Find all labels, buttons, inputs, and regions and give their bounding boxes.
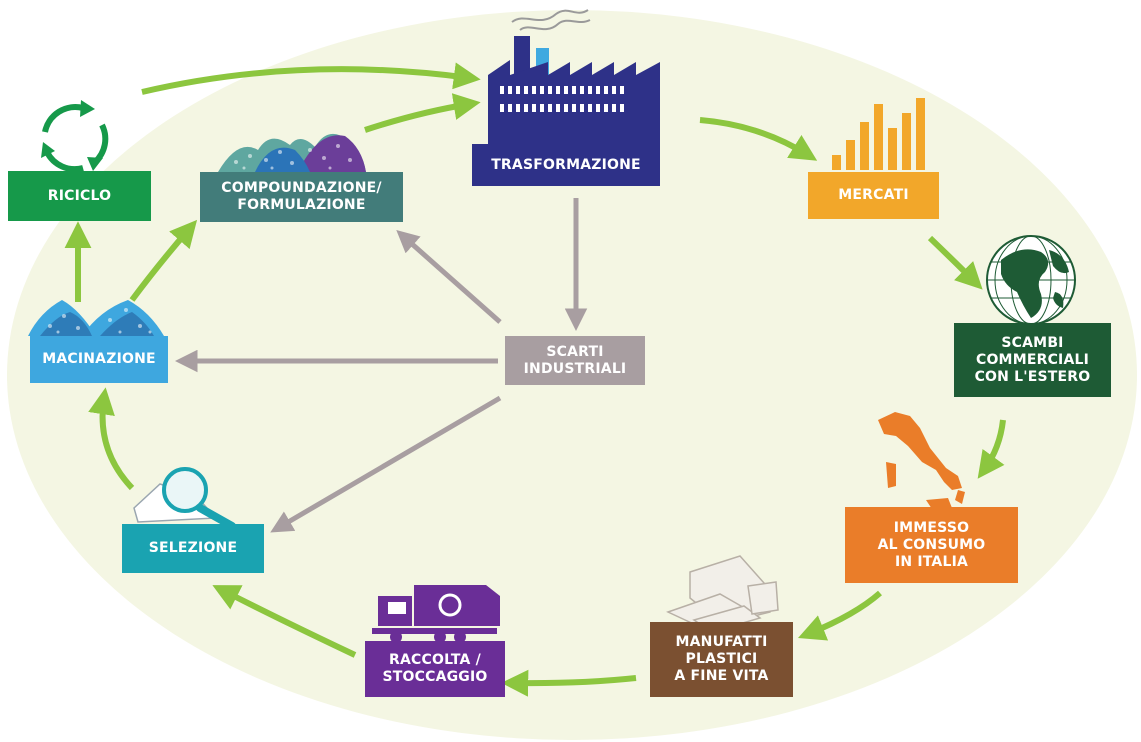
- arrow-mercati-to-scambi: [927, 235, 983, 290]
- node-macinazione-line-1: MACINAZIONE: [42, 351, 156, 367]
- node-macinazione: MACINAZIONE: [30, 336, 168, 383]
- node-immesso-line-2: AL CONSUMO: [877, 536, 986, 553]
- node-immesso-line-1: IMMESSO: [893, 519, 970, 536]
- node-riciclo-line-1: RICICLO: [47, 187, 112, 204]
- node-trasformazione: TRASFORMAZIONE: [472, 144, 660, 186]
- node-manufatti-line-3: A FINE VITA: [674, 668, 769, 684]
- node-trasformazione-line-1: TRASFORMAZIONE: [491, 156, 641, 173]
- plastic-containers-icon: [666, 555, 779, 633]
- arrow-scambi-to-immesso: [977, 419, 1006, 479]
- node-raccolta-line-2: STOCCAGGIO: [382, 669, 488, 685]
- arrow-selezione-to-macinazione: [88, 387, 135, 491]
- node-mercati: MERCATI: [808, 172, 939, 219]
- node-manufatti-line-1: MANUFATTI: [675, 634, 768, 650]
- arrow-macinazione-to-compoundazione: [129, 219, 198, 302]
- node-manufatti-line-2: PLASTICI: [685, 651, 758, 667]
- node-immesso-line-3: IN ITALIA: [894, 553, 969, 570]
- node-selezione: SELEZIONE: [122, 524, 264, 573]
- node-scambi-line-1: SCAMBI: [1001, 334, 1064, 351]
- node-compoundazione: COMPOUNDAZIONE/ FORMULAZIONE: [200, 172, 403, 222]
- arrow-compoundazione-to-trasformazione: [364, 93, 481, 133]
- node-immesso: IMMESSO AL CONSUMO IN ITALIA: [845, 507, 1018, 583]
- node-scambi: SCAMBI COMMERCIALI CON L'ESTERO: [954, 323, 1111, 397]
- node-scarti: SCARTI INDUSTRIALI: [505, 336, 645, 385]
- arrow-scarti-to-compoundazione: [396, 230, 502, 324]
- node-manufatti: MANUFATTI PLASTICI A FINE VITA: [650, 622, 793, 697]
- node-mercati-line-1: MERCATI: [838, 187, 909, 203]
- garbage-truck-icon: [372, 585, 500, 643]
- node-scarti-line-1: SCARTI: [546, 343, 604, 360]
- recycle-arrows-icon: [41, 100, 109, 173]
- node-scambi-line-3: CON L'ESTERO: [974, 368, 1091, 385]
- bar-chart-icon: [832, 98, 925, 170]
- node-compoundazione-line-1: COMPOUNDAZIONE/: [221, 180, 382, 196]
- plastic-granules-icon: [218, 133, 366, 172]
- arrow-scarti-to-selezione: [270, 395, 502, 533]
- arrow-riciclo-to-trasformazione: [141, 62, 481, 95]
- node-scarti-line-2: INDUSTRIALI: [523, 360, 627, 377]
- arrow-immesso-to-manufatti: [797, 590, 882, 641]
- magnifying-glass-icon: [133, 467, 236, 530]
- node-scambi-line-2: COMMERCIALI: [975, 351, 1090, 368]
- ground-flakes-icon: [28, 300, 164, 336]
- globe-icon: [986, 235, 1076, 325]
- arrow-manufatti-to-raccolta: [501, 669, 637, 697]
- node-compoundazione-line-2: FORMULAZIONE: [237, 197, 366, 213]
- node-raccolta: RACCOLTA / STOCCAGGIO: [365, 641, 505, 697]
- edges-layer: [64, 62, 1006, 697]
- factory-icon: [488, 9, 660, 145]
- node-riciclo: RICICLO: [8, 171, 151, 221]
- node-selezione-line-1: SELEZIONE: [148, 540, 238, 556]
- node-raccolta-line-1: RACCOLTA /: [389, 652, 481, 668]
- arrow-trasformazione-to-mercati: [699, 117, 818, 161]
- arrow-raccolta-to-selezione: [212, 585, 357, 658]
